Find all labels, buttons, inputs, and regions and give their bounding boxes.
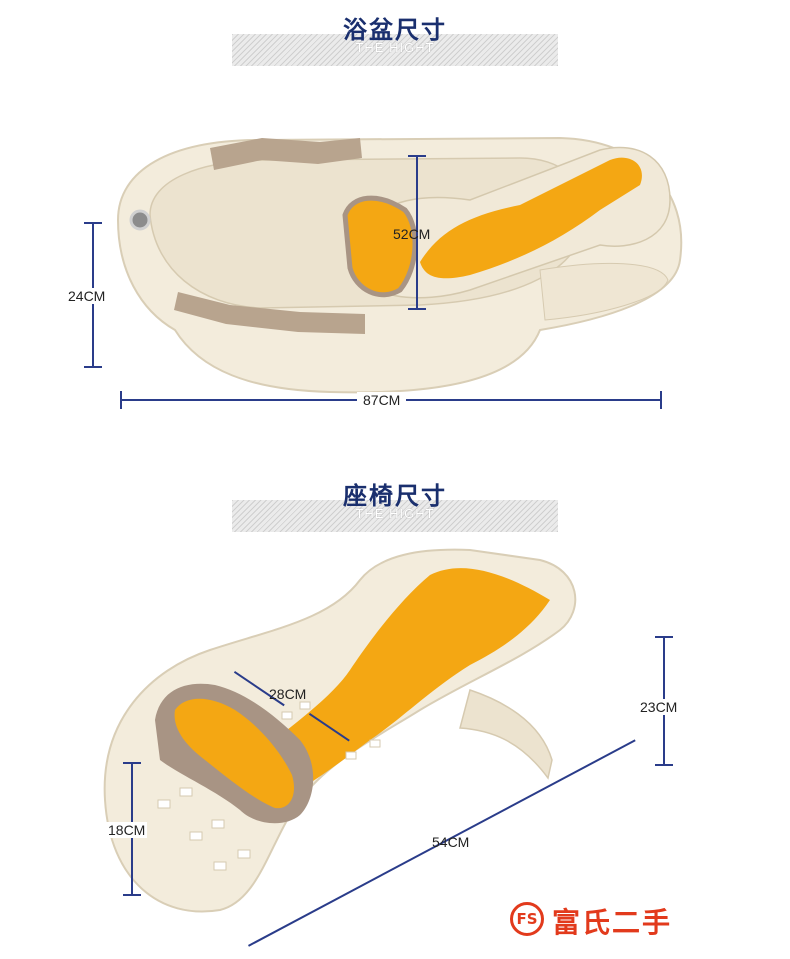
tub-title: 浴盆尺寸 — [343, 16, 447, 44]
tub-seat-height-label: 52CM — [393, 226, 431, 242]
tub-handle-top — [210, 138, 362, 170]
seat-height-cap-top — [655, 636, 673, 638]
watermark-text: 富氏二手 — [552, 906, 673, 939]
tub-height-cap-top — [84, 222, 102, 224]
tub-section-header: 浴盆尺寸 THE HIGHT — [232, 10, 558, 70]
seat-section-header: 座椅尺寸 THE HIGHT — [232, 476, 558, 536]
seat-title-band — [232, 500, 558, 532]
seat-height-cap-bottom — [655, 764, 673, 766]
tub-length-cap-left — [120, 391, 122, 409]
tub-seat-height-line — [416, 155, 418, 310]
seat-front-height-cap-top — [123, 762, 141, 764]
tub-seat-cushion — [420, 157, 642, 279]
tub-length-cap-right — [660, 391, 662, 409]
tub-height-label: 24CM — [66, 288, 108, 304]
seat-length-label: 54CM — [432, 834, 470, 850]
tub-seat-height-cap-bottom — [408, 308, 426, 310]
seat-title: 座椅尺寸 — [343, 482, 447, 510]
tub-handle-bottom — [174, 292, 365, 334]
seat-cushion — [235, 568, 550, 810]
seat-headrest-pad — [174, 698, 295, 809]
tub-title-band — [232, 34, 558, 66]
tub-subtitle: THE HIGHT — [355, 40, 435, 55]
bathtub-illustration — [116, 136, 683, 394]
tub-length-label: 87CM — [357, 392, 407, 408]
tub-height-cap-bottom — [84, 366, 102, 368]
tub-thermometer — [129, 209, 151, 231]
seat-height-label: 23CM — [638, 699, 680, 715]
tub-seat-height-cap-top — [408, 155, 426, 157]
watermark-logo-icon: FS — [510, 902, 544, 936]
seat-subtitle: THE HIGHT — [355, 506, 435, 521]
seat-front-height-cap-bottom — [123, 894, 141, 896]
seat-width-label: 28CM — [269, 686, 307, 702]
tub-seat-backrest — [342, 195, 418, 298]
seat-stand — [459, 689, 553, 780]
watermark: FS 富氏二手 — [510, 898, 710, 942]
tub-ledge — [539, 262, 669, 321]
seat-slots — [157, 701, 381, 871]
seat-front-height-label: 18CM — [106, 822, 148, 838]
